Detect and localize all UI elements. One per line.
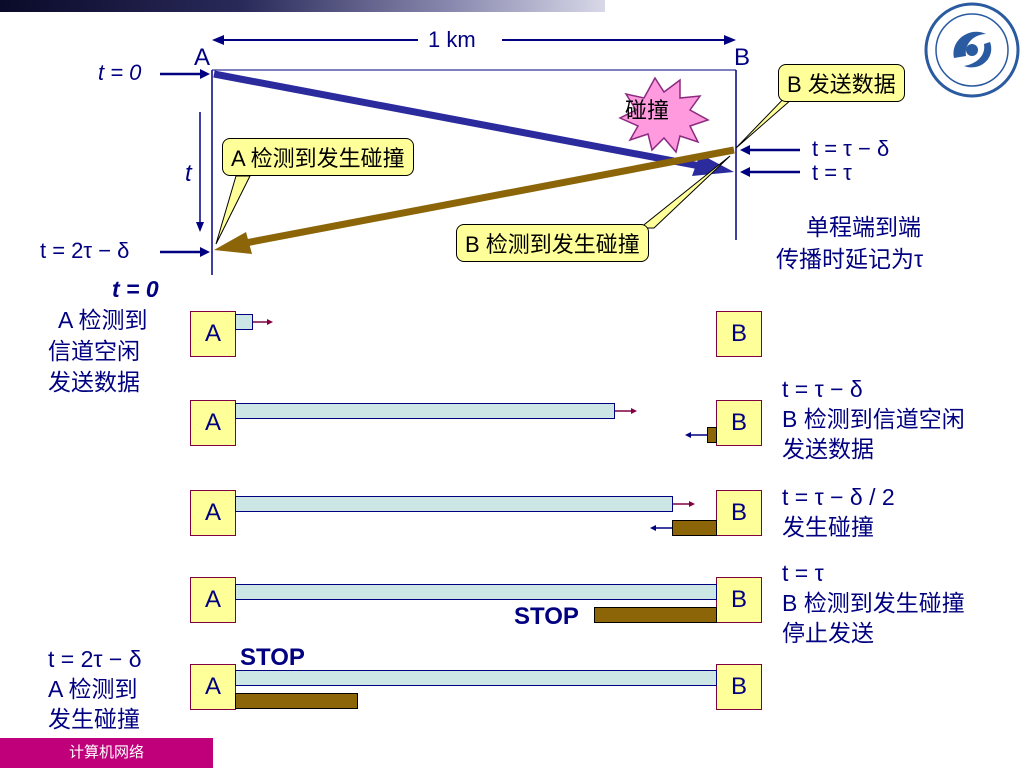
row2-a-arrow xyxy=(615,408,637,414)
callout-a-detects: A 检测到发生碰撞 xyxy=(222,138,414,176)
row1-a-signal xyxy=(235,314,253,330)
row3-a-signal xyxy=(235,496,673,512)
note-line-1: 单程端到端 xyxy=(806,214,921,240)
row5-left-note: t = 2τ − δ A 检测到 发生碰撞 xyxy=(48,644,142,734)
row1-left-line-3: 信道空闲 xyxy=(48,338,140,364)
footer-course-title: 计算机网络 xyxy=(0,738,213,768)
row3-node-b: B xyxy=(716,490,762,536)
row3-a-arrow xyxy=(673,501,695,507)
row2-b-signal xyxy=(707,427,717,443)
row1-a-arrow xyxy=(253,319,273,325)
row4-right-note: t = τ B 检测到发生碰撞 停止发送 xyxy=(782,558,965,648)
row2-right-line-1: t = τ − δ xyxy=(782,376,863,402)
node-a-label: A xyxy=(194,44,211,71)
row3-b-signal xyxy=(672,520,717,536)
distance-label: 1 km xyxy=(428,27,476,52)
row1-left-line-2: A 检测到 xyxy=(58,307,148,333)
row3-right-note: t = τ − δ / 2 发生碰撞 xyxy=(782,482,895,542)
row5-node-a: A xyxy=(190,664,236,710)
row1-left-line-4: 发送数据 xyxy=(48,369,140,395)
row1-left-note: t = 0 A 检测到 信道空闲 发送数据 xyxy=(48,274,159,398)
row3-right-line-2: 发生碰撞 xyxy=(782,514,874,540)
row3-b-arrow xyxy=(650,525,672,531)
row2-b-arrow xyxy=(685,432,707,438)
t-axis-label: t xyxy=(185,160,192,187)
top-decor-bar xyxy=(0,0,605,12)
row1-node-a: A xyxy=(190,311,236,357)
note-line-2: 传播时延记为τ xyxy=(776,246,924,272)
row4-right-line-3: 停止发送 xyxy=(782,620,874,646)
node-b-label: B xyxy=(734,44,751,71)
row5-left-line-3: 发生碰撞 xyxy=(48,706,140,732)
row5-node-b: B xyxy=(716,664,762,710)
row1-left-line-1: t = 0 xyxy=(112,276,159,302)
row5-left-line-2: A 检测到 xyxy=(48,676,138,702)
row4-node-b: B xyxy=(716,577,762,623)
row5-b-signal xyxy=(235,693,358,709)
row4-node-a: A xyxy=(190,577,236,623)
row5-left-line-1: t = 2τ − δ xyxy=(48,646,142,672)
row2-right-note: t = τ − δ B 检测到信道空闲 发送数据 xyxy=(782,374,965,464)
row2-right-line-3: 发送数据 xyxy=(782,436,874,462)
row3-node-a: A xyxy=(190,490,236,536)
row4-right-line-2: B 检测到发生碰撞 xyxy=(782,590,965,616)
t0-marker: t = 0 xyxy=(98,60,142,85)
row3-right-line-1: t = τ − δ / 2 xyxy=(782,484,895,510)
row4-b-signal xyxy=(594,607,717,623)
row2-node-b: B xyxy=(716,400,762,446)
row4-stop-label: STOP xyxy=(514,603,579,630)
callout-b-detects: B 检测到发生碰撞 xyxy=(456,224,649,262)
row5-a-signal xyxy=(235,670,717,686)
row4-right-line-1: t = τ xyxy=(782,560,824,586)
callout-b-sends: B 发送数据 xyxy=(778,64,905,102)
row4-a-signal xyxy=(235,584,717,600)
collision-timing-diagram xyxy=(160,35,802,275)
t-2tau-delta-marker: t = 2τ − δ xyxy=(40,238,130,263)
row2-a-signal xyxy=(235,403,615,419)
t-tau-minus-delta-marker: t = τ − δ xyxy=(812,136,890,161)
row5-stop-label: STOP xyxy=(240,644,305,671)
collision-burst-label: 碰撞 xyxy=(625,98,670,123)
university-logo xyxy=(924,2,1020,98)
row1-node-b: B xyxy=(716,311,762,357)
t-tau-marker: t = τ xyxy=(812,160,852,185)
row2-node-a: A xyxy=(190,400,236,446)
row2-right-line-2: B 检测到信道空闲 xyxy=(782,406,965,432)
